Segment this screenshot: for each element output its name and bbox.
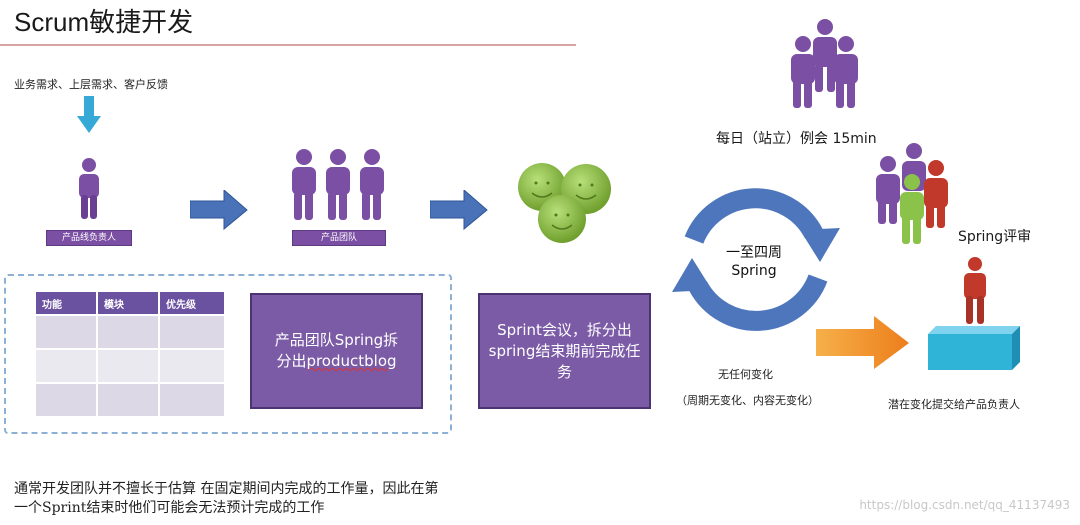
footer-line1: 通常开发团队并不擅长于估算 在固定期间内完成的工作量，因此在第 — [14, 481, 439, 497]
product-owner-label: 产品线负责人 — [46, 230, 132, 246]
requirements-text: 业务需求、上层需求、客户反馈 — [14, 78, 168, 91]
footer-note: 通常开发团队并不擅长于估算 在固定期间内完成的工作量，因此在第 一个Sprint… — [14, 480, 438, 518]
product-team-label: 产品团队 — [292, 230, 386, 246]
page-title: Scrum敏捷开发 — [14, 7, 194, 37]
daily-standup-group-icon — [791, 19, 858, 108]
team-split-line1: 产品团队Spring拆 — [274, 331, 399, 349]
no-change-detail: （周期无变化、内容无变化） — [676, 394, 819, 407]
team-split-word: productblog — [306, 352, 397, 370]
review-group-icon — [876, 143, 948, 244]
right-arrow-icon — [430, 190, 488, 230]
table-header-cell: 功能 — [36, 292, 96, 314]
footer-line2: 一个Sprint结束时他们可能会无法预计完成的工作 — [14, 500, 325, 516]
table-row — [36, 350, 224, 382]
cycle-center-text: 一至四周 Spring — [714, 244, 794, 280]
daily-standup-text: 每日（站立）例会 15min — [716, 131, 877, 147]
table-row — [36, 316, 224, 348]
backlog-frame — [4, 274, 452, 434]
smiley-faces-icon — [518, 163, 611, 243]
deliver-arrow-icon — [816, 316, 909, 369]
backlog-table: 功能 模块 优先级 — [34, 290, 226, 418]
product-owner-person-icon — [79, 158, 99, 219]
table-header-cell: 模块 — [98, 292, 158, 314]
team-split-prefix: 分出 — [276, 352, 307, 370]
deliver-text: 潜在变化提交给产品负责人 — [888, 398, 1020, 411]
product-owner-red-icon — [964, 257, 986, 324]
sprint-cycle-icon — [672, 188, 840, 331]
table-header-cell: 优先级 — [160, 292, 224, 314]
product-team-icon — [292, 149, 384, 220]
sprint-meeting-box: Sprint会议，拆分出spring结束期前完成任务 — [478, 293, 651, 409]
right-arrow-icon — [190, 190, 248, 230]
title-divider — [0, 44, 576, 46]
down-arrow-icon — [77, 96, 101, 133]
cycle-duration: 一至四周 — [726, 245, 782, 261]
delivery-box-icon — [928, 326, 1020, 370]
no-change-text: 无任何变化 — [718, 368, 773, 381]
team-split-box: 产品团队Spring拆 分出productblog — [250, 293, 423, 409]
watermark: https://blog.csdn.net/qq_41137493 — [859, 498, 1070, 512]
cycle-name: Spring — [731, 263, 777, 279]
table-row — [36, 384, 224, 416]
spring-review-text: Spring评审 — [958, 229, 1032, 245]
